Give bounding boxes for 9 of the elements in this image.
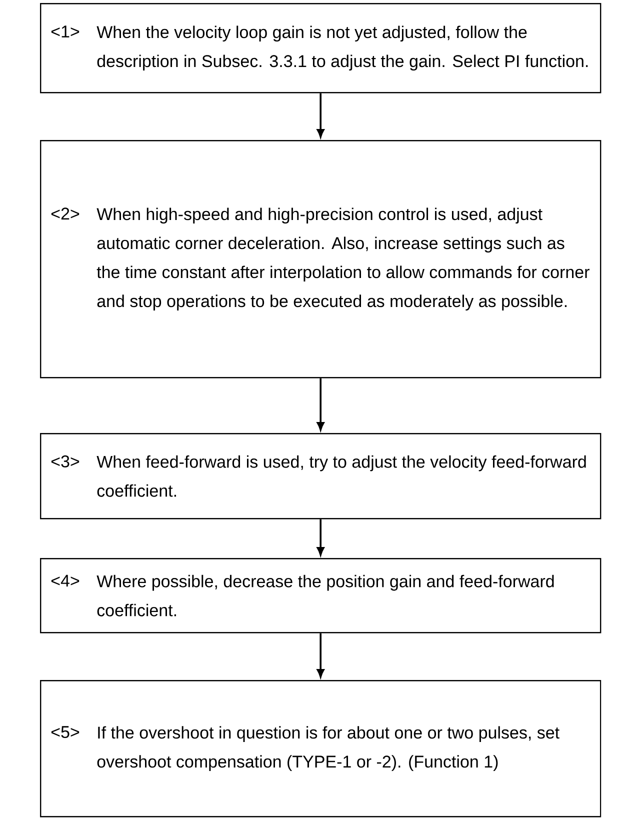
step-box: <4> Where possible, decrease the position gain and feed-forward coefficient.: [40, 558, 602, 634]
arrow: [316, 519, 324, 556]
arrow: [316, 633, 324, 678]
arrow: [316, 378, 324, 430]
step-box: <1> When the velocity loop gain is not yet adjusted, follow the description in Subsec. 3.3.1 to adjust the gain. Select PI function.: [40, 3, 602, 94]
step-box: <5> If the overshoot in question is for about one or two pulses, set overshoot compensation (TYPE-1 or -2). (Function 1): [40, 680, 602, 818]
step-box: <2> When high-speed and high-precision control is used, adjust automatic corner deceleration. Also, increase settings such as the time constant after interpolation to allow commands for corner and stop operations to be executed as moderately as possible.: [40, 140, 602, 378]
step-box: <3> When feed-forward is used, try to adjust the velocity feed-forward coefficient.: [40, 433, 602, 520]
arrow: [316, 93, 324, 138]
